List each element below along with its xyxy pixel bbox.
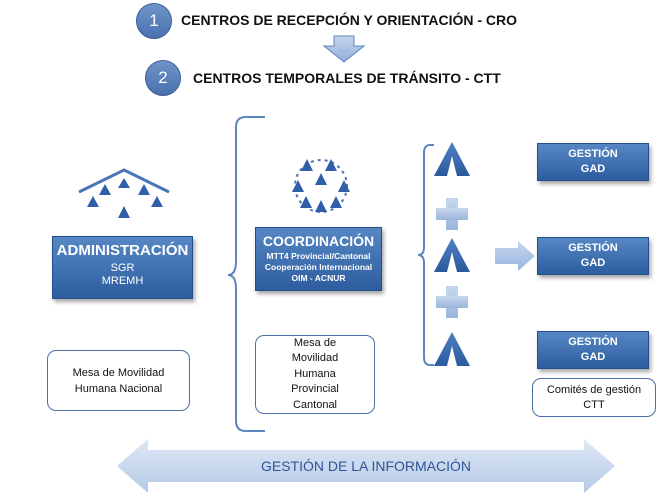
step-2-number: 2	[158, 68, 168, 87]
coordinacion-title: COORDINACIÓN	[262, 233, 375, 249]
mesa-provincial-line4: Provincial	[291, 383, 339, 396]
mesa-provincial-box: Mesa de Movilidad Humana Provincial Cant…	[255, 335, 375, 414]
tent-circle-icon	[292, 159, 350, 213]
gestion-gad-box-2: GESTIÓN GAD	[537, 237, 649, 275]
coordinacion-line3: OIM - ACNUR	[291, 273, 346, 283]
right-arrow-icon	[495, 241, 535, 271]
mesa-nacional-box: Mesa de Movilidad Humana Nacional	[47, 350, 190, 411]
mesa-nacional-line1: Mesa de Movilidad	[72, 366, 165, 379]
comites-line1: Comités de gestión	[546, 383, 642, 396]
step-2-title: CENTROS TEMPORALES DE TRÁNSITO - CTT	[193, 70, 501, 86]
gestion-box-2-line1: GESTIÓN	[568, 242, 618, 254]
gestion-box-1-line2: GAD	[580, 163, 606, 175]
tent-icon	[434, 332, 470, 366]
step-2-circle: 2	[145, 60, 181, 96]
comites-line2: CTT	[583, 398, 605, 411]
administracion-line2: MREMH	[101, 275, 144, 287]
plus-icon	[436, 198, 468, 230]
coordinacion-line2: Cooperación Internacional	[264, 262, 373, 272]
gestion-box-1-line1: GESTIÓN	[568, 148, 618, 160]
gestion-gad-box-3: GESTIÓN GAD	[537, 331, 649, 369]
gestion-gad-box-1: GESTIÓN GAD	[537, 143, 649, 181]
administracion-title: ADMINISTRACIÓN	[56, 242, 189, 259]
step-1-number: 1	[149, 11, 159, 30]
mesa-provincial-line1: Mesa de	[293, 336, 337, 349]
mesa-provincial-line5: Cantonal	[292, 398, 338, 411]
coordinacion-box: COORDINACIÓN MTT4 Provincial/Cantonal Co…	[255, 227, 382, 291]
step-1-title: CENTROS DE RECEPCIÓN Y ORIENTACIÓN - CRO	[181, 12, 518, 28]
administracion-line1: SGR	[110, 262, 135, 274]
step-1-circle: 1	[136, 3, 172, 39]
tents-column	[434, 142, 470, 366]
mesa-nacional-line2: Humana Nacional	[74, 382, 163, 395]
roof-tents-icon	[78, 168, 170, 218]
tent-icon	[434, 142, 470, 176]
plus-icon	[436, 286, 468, 318]
coordinacion-line1: MTT4 Provincial/Cantonal	[266, 251, 371, 261]
mesa-provincial-line3: Humana	[294, 367, 336, 380]
gestion-box-3-line2: GAD	[580, 351, 606, 363]
double-arrow-icon	[117, 439, 615, 493]
administracion-box: ADMINISTRACIÓN SGR MREMH	[52, 236, 193, 299]
left-bracket	[228, 116, 265, 432]
gestion-box-3-line1: GESTIÓN	[568, 336, 618, 348]
gestion-box-2-line2: GAD	[580, 257, 606, 269]
comites-box: Comités de gestión CTT	[532, 378, 656, 417]
mesa-provincial-line2: Movilidad	[291, 352, 339, 365]
right-bracket	[418, 144, 434, 366]
info-arrow-label: GESTIÓN DE LA INFORMACIÓN	[260, 458, 472, 474]
tent-icon	[434, 238, 470, 272]
down-arrow-icon	[322, 35, 366, 63]
